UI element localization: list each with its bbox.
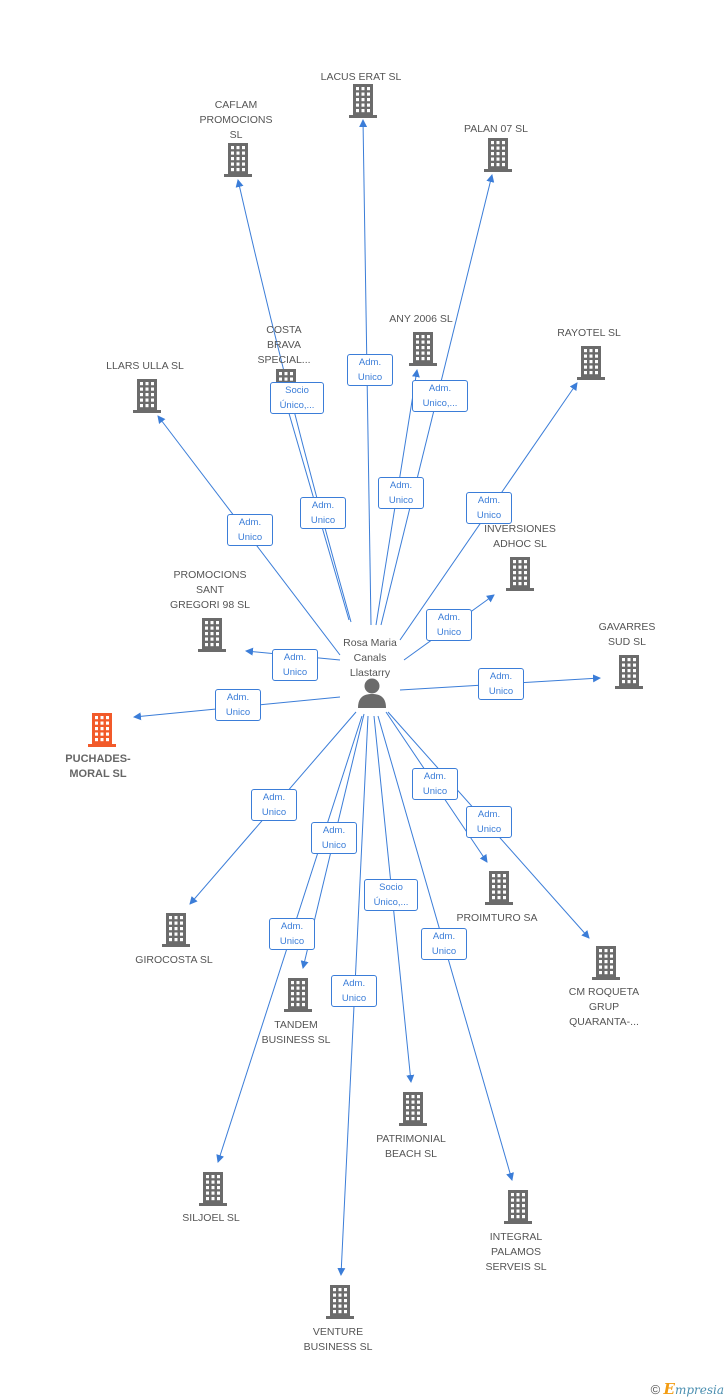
company-node-palan-07[interactable]: PALAN 07 SL <box>421 122 571 137</box>
relation-label-patrimonial-beach[interactable]: Socio Único,... <box>364 879 418 911</box>
relation-label-proimturo[interactable]: Adm. Unico <box>412 768 458 800</box>
company-node-patrimonial-beach[interactable]: PATRIMONIAL BEACH SL <box>336 1132 486 1162</box>
company-node-any-2006[interactable]: ANY 2006 SL <box>346 312 496 327</box>
building-icon <box>506 557 534 591</box>
company-name: SILJOEL SL <box>182 1212 240 1224</box>
building-icon <box>504 1190 532 1224</box>
company-name: PROMOCIONS SANT GREGORI 98 SL <box>170 569 250 611</box>
relation-label-puchades-moral[interactable]: Adm. Unico <box>215 689 261 721</box>
building-icon <box>592 946 620 980</box>
company-name: COSTA BRAVA SPECIAL... <box>257 324 311 366</box>
building-icon <box>615 655 643 689</box>
building-icon <box>399 1092 427 1126</box>
company-name: ANY 2006 SL <box>389 313 453 325</box>
relation-label-caflam[interactable]: Adm. Unico <box>300 497 346 529</box>
copyright-symbol: © <box>650 1382 661 1397</box>
company-node-girocosta[interactable]: GIROCOSTA SL <box>99 953 249 968</box>
company-name: CAFLAM PROMOCIONS SL <box>199 99 273 141</box>
company-name: PALAN 07 SL <box>463 123 528 135</box>
building-icon <box>224 143 252 177</box>
company-node-costa-brava[interactable]: COSTA BRAVA SPECIAL... <box>209 323 359 368</box>
relation-label-tandem-business[interactable]: Adm. Unico <box>311 822 357 854</box>
building-icon <box>577 346 605 380</box>
building-icon <box>484 138 512 172</box>
company-node-inversiones-adhoc[interactable]: INVERSIONES ADHOC SL <box>445 522 595 552</box>
building-icon <box>198 618 226 652</box>
company-name: VENTURE BUSINESS SL <box>303 1326 373 1353</box>
building-icon <box>485 871 513 905</box>
person-node-center[interactable]: Rosa Maria Canals Llastarry <box>295 621 445 696</box>
relation-label-promocions-sant-gregori[interactable]: Adm. Unico <box>272 649 318 681</box>
company-name: INTEGRAL PALAMOS SERVEIS SL <box>485 1231 547 1273</box>
building-icon <box>162 913 190 947</box>
relation-label-inversiones-adhoc[interactable]: Adm. Unico <box>426 609 472 641</box>
relation-label-llars-ulla[interactable]: Adm. Unico <box>227 514 273 546</box>
building-icon <box>349 84 377 118</box>
relation-label-gavarres-sud[interactable]: Adm. Unico <box>478 668 524 700</box>
building-icon <box>284 978 312 1012</box>
building-icon <box>88 713 116 747</box>
relation-label-integral-palamos[interactable]: Adm. Unico <box>421 928 467 960</box>
brand-logo: Empresia <box>663 1380 725 1398</box>
company-node-llars-ulla[interactable]: LLARS ULLA SL <box>70 359 220 374</box>
person-name: Rosa Maria Canals Llastarry <box>343 637 397 679</box>
person-icon <box>358 678 386 708</box>
relation-label-lacus-erat[interactable]: Adm. Unico <box>347 354 393 386</box>
company-node-lacus-erat[interactable]: LACUS ERAT SL <box>286 70 436 85</box>
company-name: TANDEM BUSINESS SL <box>261 1019 331 1046</box>
company-name: PROIMTURO SA <box>456 912 538 924</box>
company-node-puchades-moral[interactable]: PUCHADES- MORAL SL <box>23 752 173 782</box>
company-name: LLARS ULLA SL <box>106 360 184 372</box>
building-icon <box>409 332 437 366</box>
company-name: GAVARRES SUD SL <box>598 621 656 648</box>
relation-label-girocosta[interactable]: Adm. Unico <box>251 789 297 821</box>
relation-label-costa-brava[interactable]: Socio Único,... <box>270 382 324 414</box>
relation-label-cm-roqueta[interactable]: Adm. Unico <box>466 806 512 838</box>
company-node-proimturo[interactable]: PROIMTURO SA <box>422 911 572 926</box>
company-node-rayotel[interactable]: RAYOTEL SL <box>514 326 664 341</box>
company-name: GIROCOSTA SL <box>135 954 213 966</box>
company-name: INVERSIONES ADHOC SL <box>484 523 556 550</box>
building-icon <box>199 1172 227 1206</box>
relation-label-palan-07[interactable]: Adm. Unico,... <box>412 380 468 412</box>
company-node-promocions-sant-gregori[interactable]: PROMOCIONS SANT GREGORI 98 SL <box>135 568 285 613</box>
building-icon <box>133 379 161 413</box>
relation-label-siljoel[interactable]: Adm. Unico <box>269 918 315 950</box>
company-node-tandem-business[interactable]: TANDEM BUSINESS SL <box>221 1018 371 1048</box>
company-name: RAYOTEL SL <box>557 327 621 339</box>
relation-label-any-2006[interactable]: Adm. Unico <box>378 477 424 509</box>
company-node-caflam[interactable]: CAFLAM PROMOCIONS SL <box>161 98 311 143</box>
relation-label-venture-business[interactable]: Adm. Unico <box>331 975 377 1007</box>
company-name: PUCHADES- MORAL SL <box>65 753 131 780</box>
company-name: CM ROQUETA GRUP QUARANTA-... <box>568 986 640 1028</box>
company-name: LACUS ERAT SL <box>320 71 402 83</box>
company-node-integral-palamos[interactable]: INTEGRAL PALAMOS SERVEIS SL <box>441 1230 591 1275</box>
relation-label-rayotel[interactable]: Adm. Unico <box>466 492 512 524</box>
company-node-venture-business[interactable]: VENTURE BUSINESS SL <box>263 1325 413 1355</box>
footer-brand: © Empresia <box>651 1380 724 1398</box>
building-icon <box>326 1285 354 1319</box>
company-node-gavarres-sud[interactable]: GAVARRES SUD SL <box>552 620 702 650</box>
company-node-siljoel[interactable]: SILJOEL SL <box>136 1211 286 1226</box>
company-name: PATRIMONIAL BEACH SL <box>376 1133 446 1160</box>
company-node-cm-roqueta[interactable]: CM ROQUETA GRUP QUARANTA-... <box>529 985 679 1030</box>
